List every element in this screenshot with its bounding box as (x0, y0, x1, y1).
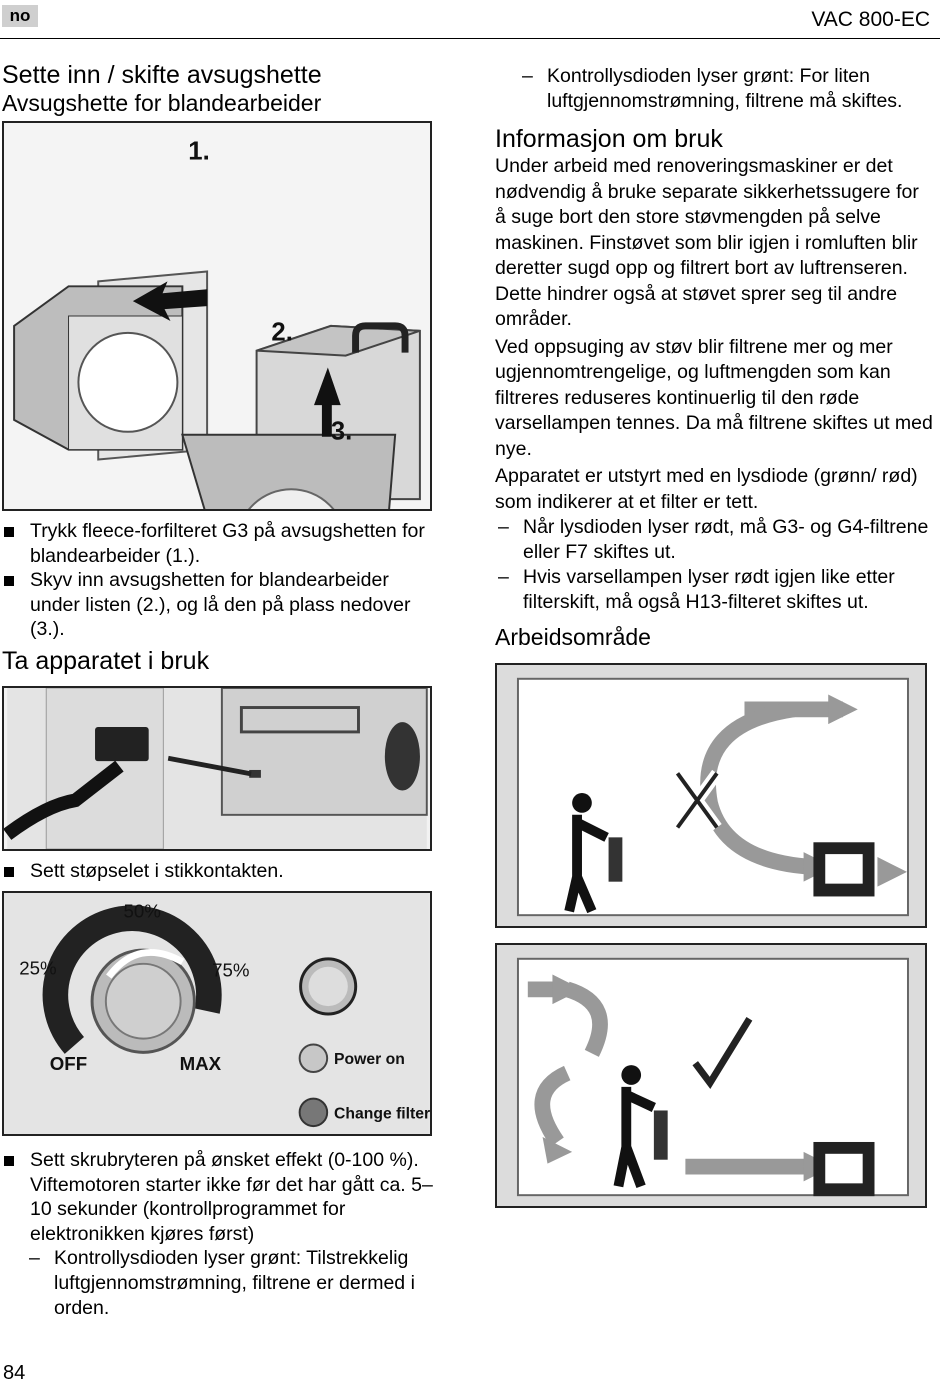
led-status-list: Kontrollysdioden lyser grønt: For liten … (519, 64, 935, 114)
filter-led-icon (298, 1097, 329, 1128)
left-column: Sette inn / skifte avsugshette Avsugshet… (2, 60, 442, 1321)
list-item: Når lysdioden lyser rødt, må G3- og G4-f… (495, 515, 935, 565)
label-25: 25% (19, 958, 56, 979)
led-status-list: Kontrollysdioden lyser grønt: Tilstrekke… (26, 1246, 442, 1321)
right-column: Kontrollysdioden lyser grønt: For liten … (495, 64, 935, 1208)
label-off: OFF (50, 1053, 87, 1074)
section-title: Arbeidsområde (495, 624, 651, 650)
language-badge: no (2, 5, 38, 27)
model-name: VAC 800-EC (811, 8, 930, 31)
power-led-icon (298, 1043, 329, 1074)
section-title: Ta apparatet i bruk (2, 646, 210, 675)
control-panel-figure: 50% 25% 75% OFF MAX Power on Change filt… (2, 891, 432, 1136)
work-area-wrong-figure (495, 663, 927, 928)
label-75: 75% (212, 960, 249, 981)
wrong-placement-illustration (498, 665, 924, 926)
section-title: Informasjon om bruk (495, 125, 723, 153)
page-number: 84 (3, 1362, 26, 1384)
step-3-label: 3. (331, 418, 352, 446)
section-subtitle: Avsugshette for blandearbeider (2, 90, 322, 116)
plug-instructions: Sett støpselet i stikkontakten. (2, 859, 442, 884)
correct-placement-illustration (498, 945, 924, 1206)
list-item: Trykk fleece-forfilteret G3 på avsugshet… (2, 519, 442, 568)
label-change-filter: Change filter (334, 1105, 430, 1122)
plug-illustration (4, 687, 428, 849)
plug-figure (2, 685, 432, 851)
switch-instructions: Sett skrubryteren på ønsket effekt (0-10… (2, 1148, 442, 1246)
step-2-label: 2. (271, 319, 292, 347)
section-title: Sette inn / skifte avsugshette (2, 61, 322, 89)
list-item: Kontrollysdioden lyser grønt: For liten … (519, 64, 935, 114)
hood-illustration: 1. 2. 3. (4, 123, 430, 509)
header-rule (0, 38, 940, 39)
paragraph: Ved oppsuging av støv blir filtrene mer … (495, 335, 933, 460)
list-item: Skyv inn avsugshetten for blandearbeider… (2, 568, 442, 642)
list-item: Kontrollysdioden lyser grønt: Tilstrekke… (26, 1246, 442, 1321)
label-50: 50% (124, 901, 161, 922)
label-power-on: Power on (334, 1051, 405, 1068)
hood-instructions: Trykk fleece-forfilteret G3 på avsugshet… (2, 519, 442, 642)
step-1-label: 1. (188, 138, 209, 166)
work-area-right-figure (495, 943, 927, 1208)
control-panel-illustration: 50% 25% 75% OFF MAX Power on Change filt… (5, 893, 430, 1134)
list-item: Sett støpselet i stikkontakten. (2, 859, 442, 884)
filter-led-list: Når lysdioden lyser rødt, må G3- og G4-f… (495, 515, 935, 615)
hood-install-figure: 1. 2. 3. (2, 121, 432, 511)
paragraph: Under arbeid med renoveringsmaskiner er … (495, 155, 919, 330)
paragraph: Apparatet er utstyrt med en lysdiode (gr… (495, 465, 918, 513)
label-max: MAX (180, 1053, 222, 1074)
list-item: Hvis varsellampen lyser rødt igjen like … (495, 565, 935, 615)
list-item: Sett skrubryteren på ønsket effekt (0-10… (2, 1148, 442, 1246)
